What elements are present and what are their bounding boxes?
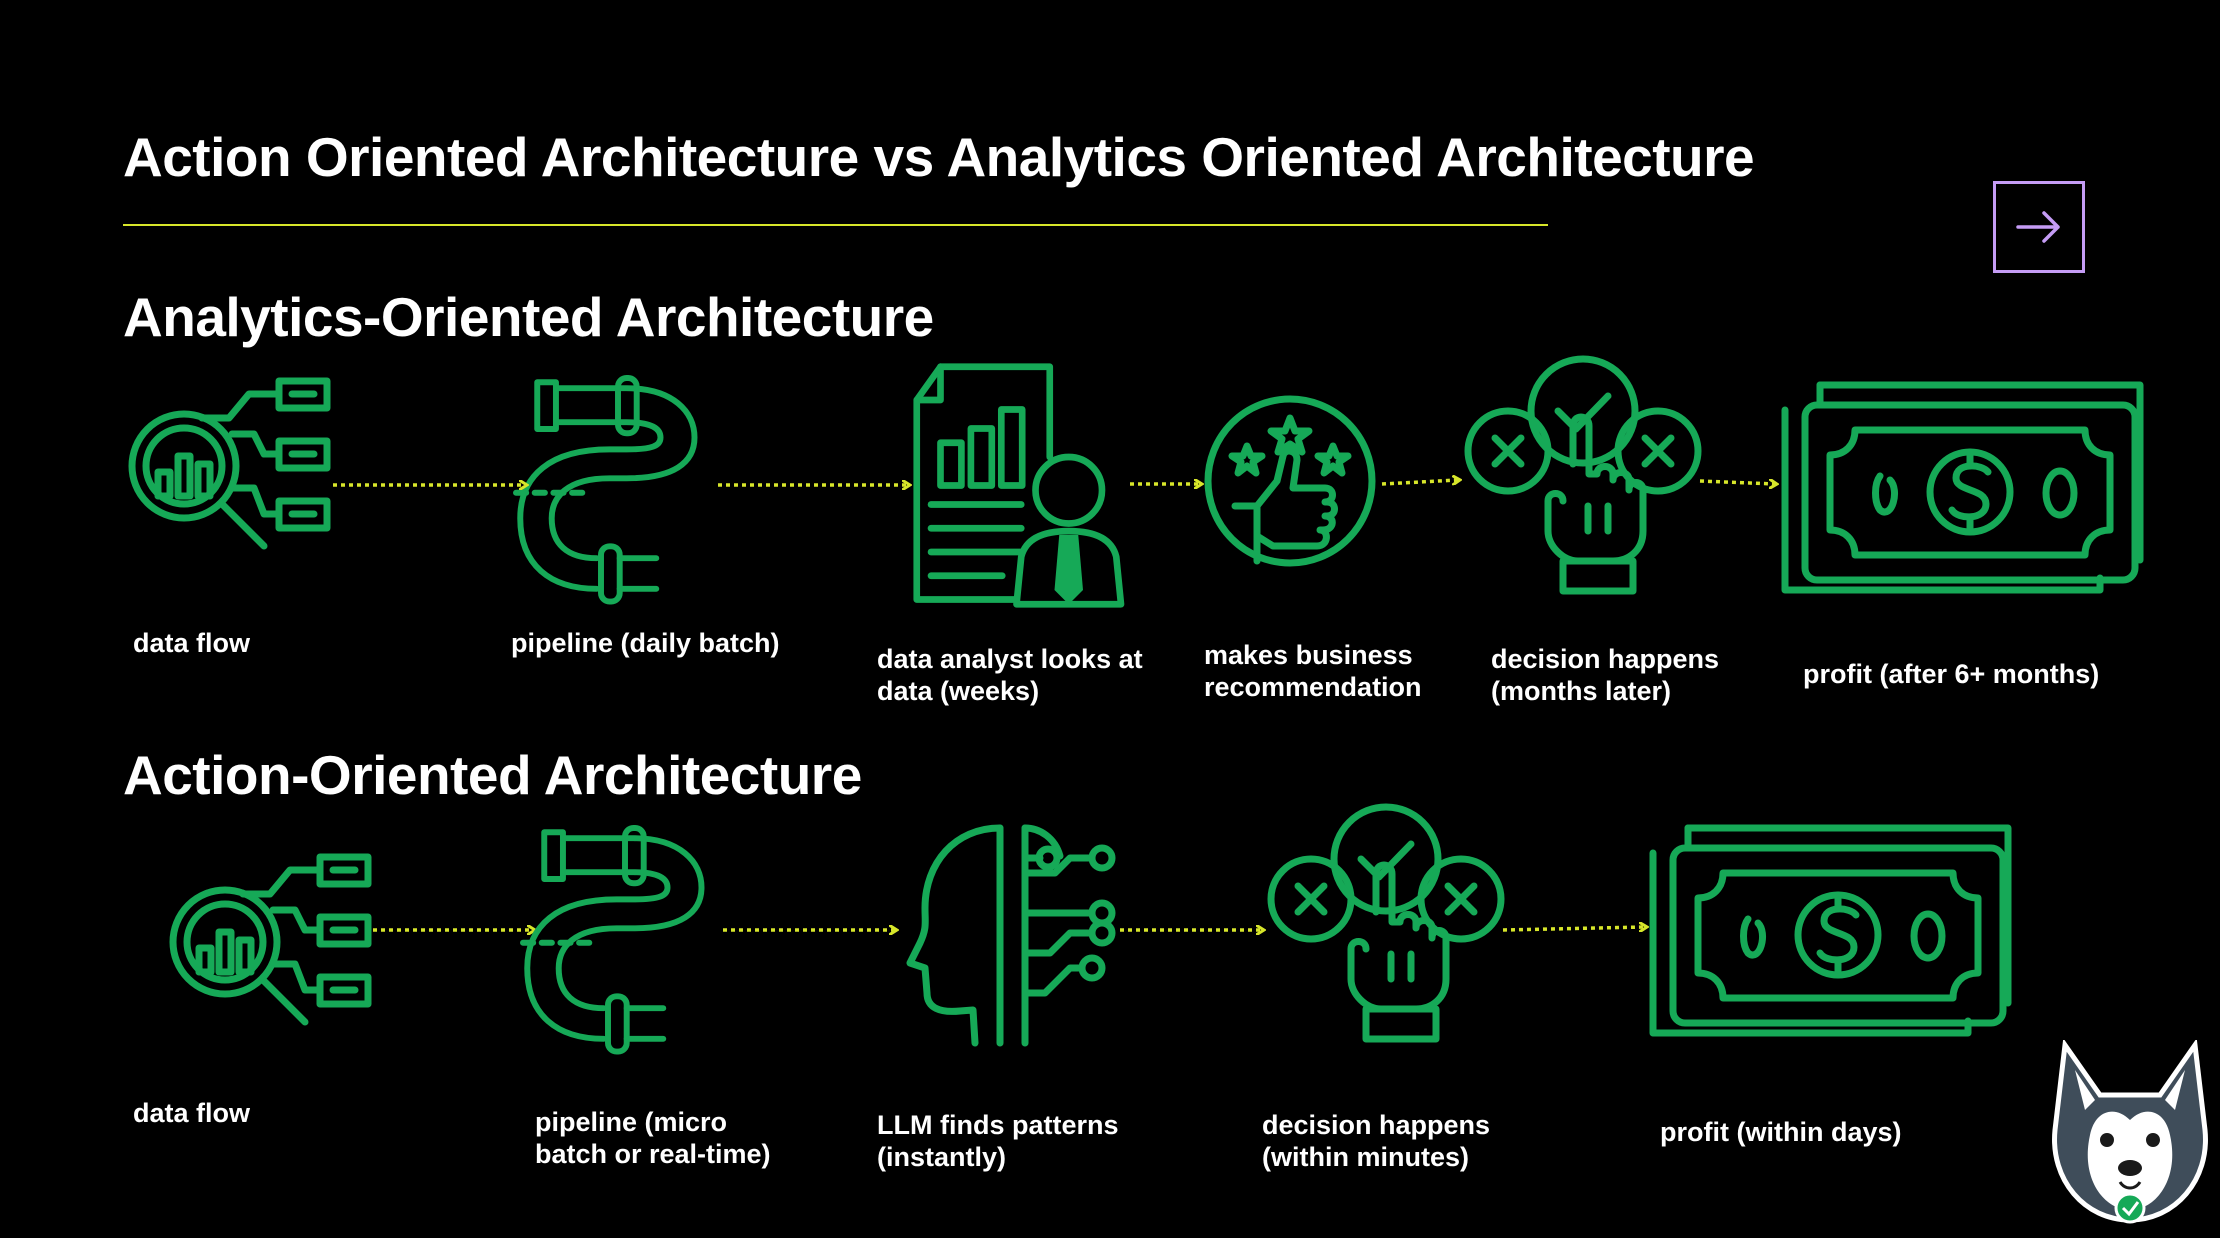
arrow-4 bbox=[1381, 480, 1458, 486]
analytics-step-label: data flow bbox=[133, 628, 251, 658]
analytics-step-label: profit (after 6+ months) bbox=[1803, 659, 2100, 689]
money-icon bbox=[1648, 823, 2013, 1038]
arrow-5 bbox=[1699, 481, 1775, 484]
title-underline bbox=[123, 224, 1548, 226]
action-step-label: data flow bbox=[133, 1098, 251, 1128]
husky-mascot-icon bbox=[2052, 1040, 2208, 1224]
arrow-right-icon bbox=[2016, 211, 2060, 243]
data-flow-icon bbox=[165, 852, 380, 1062]
analytics-heading: Analytics-Oriented Architecture bbox=[123, 286, 934, 348]
llm-head-icon bbox=[905, 818, 1120, 1053]
action-step-label: profit (within days) bbox=[1660, 1117, 1902, 1147]
arrow-9 bbox=[1502, 927, 1645, 930]
action-step-label: decision happens(within minutes) bbox=[1262, 1110, 1491, 1172]
action-step-label: LLM finds patterns(instantly) bbox=[877, 1110, 1119, 1172]
next-button[interactable] bbox=[1993, 181, 2085, 273]
decision-icon bbox=[1266, 804, 1506, 1054]
action-heading: Action-Oriented Architecture bbox=[123, 744, 862, 806]
page-title: Action Oriented Architecture vs Analytic… bbox=[123, 126, 1755, 188]
pipeline-icon bbox=[540, 828, 740, 1038]
analytics-step-label: decision happens(months later) bbox=[1491, 644, 1720, 706]
analytics-step-label: pipeline (daily batch) bbox=[511, 628, 780, 658]
